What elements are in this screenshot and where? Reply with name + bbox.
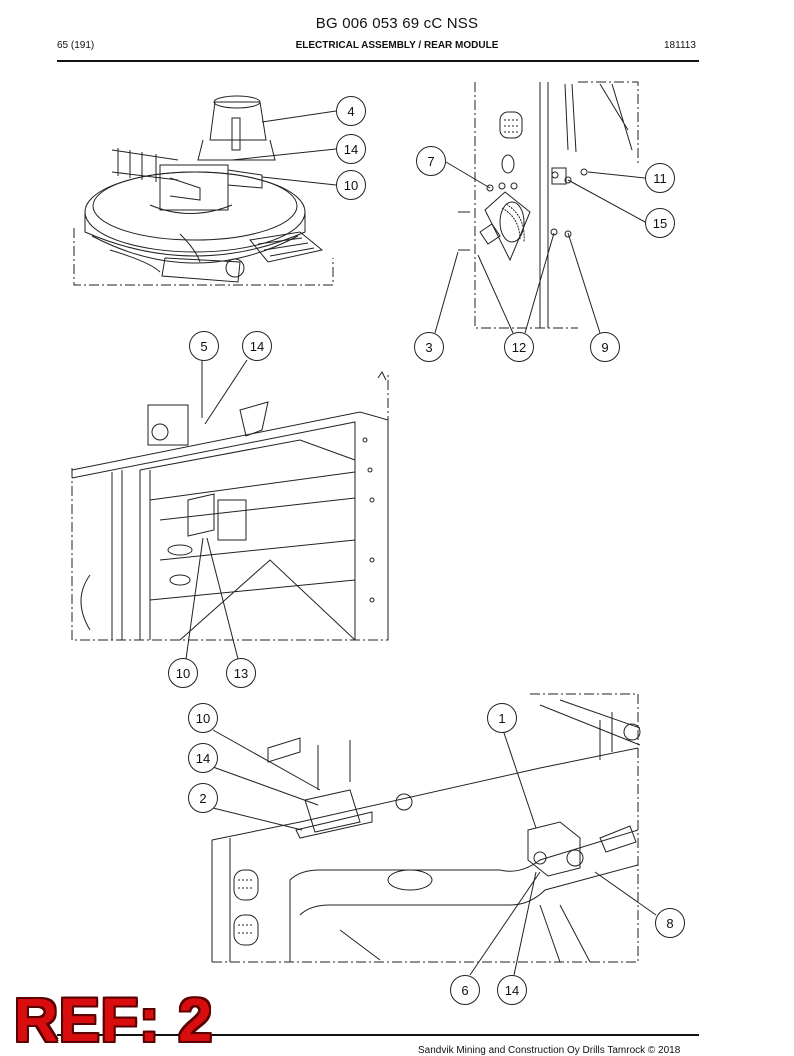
- callout-10: 10: [336, 170, 366, 200]
- callout-10: 10: [168, 658, 198, 688]
- callout-6: 6: [450, 975, 480, 1005]
- document-title: BG 006 053 69 cC NSS: [315, 15, 479, 32]
- callout-10: 10: [188, 703, 218, 733]
- callout-2: 2: [188, 783, 218, 813]
- callout-1: 1: [487, 703, 517, 733]
- callout-14: 14: [242, 331, 272, 361]
- callout-7: 7: [416, 146, 446, 176]
- callout-15: 15: [645, 208, 675, 238]
- callout-8: 8: [655, 908, 685, 938]
- drawing-panel-plug: [458, 81, 639, 329]
- drawing-rear-platform: [211, 693, 641, 963]
- drawing-frame-mount: [71, 371, 389, 641]
- callout-leaders: [185, 110, 657, 976]
- callout-14: 14: [497, 975, 527, 1005]
- callout-3: 3: [414, 332, 444, 362]
- reference-stamp: REF: 2: [14, 986, 214, 1054]
- callout-14: 14: [188, 743, 218, 773]
- callout-11: 11: [645, 163, 675, 193]
- drawing-motor-assembly: [73, 95, 334, 286]
- callout-5: 5: [189, 331, 219, 361]
- callout-9: 9: [590, 332, 620, 362]
- callout-14: 14: [336, 134, 366, 164]
- callout-4: 4: [336, 96, 366, 126]
- section-title: ELECTRICAL ASSEMBLY / REAR MODULE: [295, 40, 499, 51]
- document-code: 181113: [664, 40, 696, 51]
- callout-13: 13: [226, 658, 256, 688]
- footer-rule: [57, 1034, 699, 1036]
- header-rule: [57, 60, 699, 62]
- copyright-footer: Sandvik Mining and Construction Oy Drill…: [418, 1045, 681, 1056]
- callout-12: 12: [504, 332, 534, 362]
- page-number: 65 (191): [57, 40, 95, 51]
